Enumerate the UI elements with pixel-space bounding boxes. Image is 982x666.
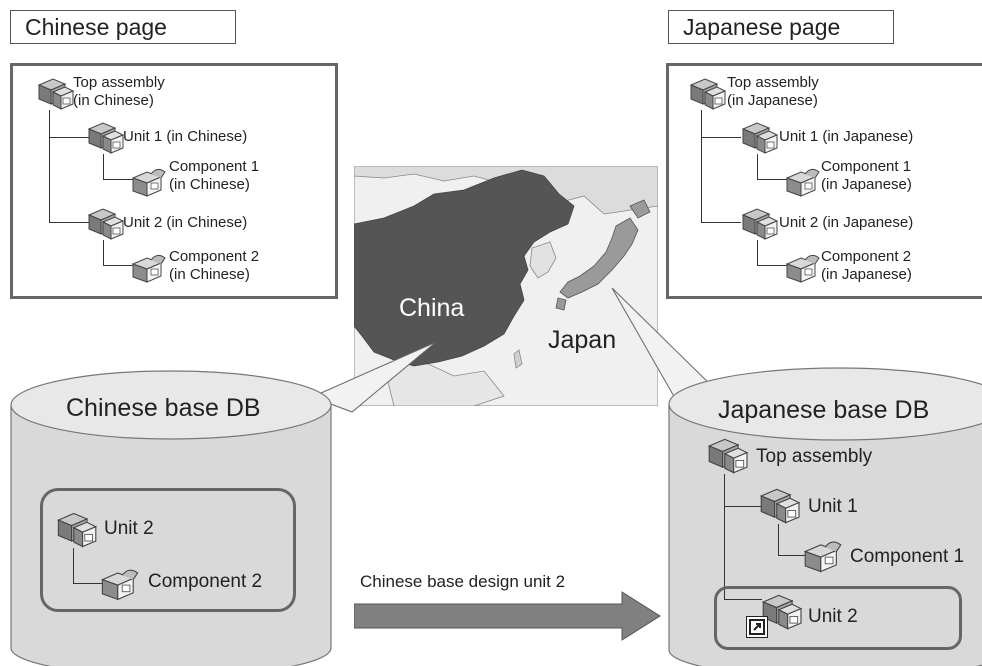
db-node-unit1: Unit 1 xyxy=(808,496,858,517)
tree-node-component2: Component 2 (in Japanese) xyxy=(821,248,912,283)
tree-node-unit2: Unit 2 (in Japanese) xyxy=(779,214,914,231)
japanese-db-selection xyxy=(714,586,962,650)
japanese-db-title: Japanese base DB xyxy=(718,396,930,424)
japanese-db-cylinder xyxy=(668,367,982,666)
chinese-page-tree: Top assembly (in Chinese) Unit 1 (in Chi… xyxy=(10,63,338,299)
tree-node-top-assembly: Top assembly (in Japanese) xyxy=(727,74,819,109)
map-label-japan: Japan xyxy=(548,326,617,354)
db-node-component2: Component 2 xyxy=(148,571,263,592)
tree-node-component1: Component 1 (in Chinese) xyxy=(169,158,260,193)
db-node-component1: Component 1 xyxy=(850,546,965,567)
chinese-db-cylinder xyxy=(10,370,332,666)
shortcut-icon xyxy=(746,616,768,638)
assembly-icon xyxy=(756,486,802,526)
assembly-icon xyxy=(704,436,750,476)
japan-region xyxy=(559,217,639,299)
arrow-label: Chinese base design unit 2 xyxy=(360,572,566,591)
tree-node-unit1: Unit 1 (in Chinese) xyxy=(123,128,248,145)
chinese-db-title: Chinese base DB xyxy=(66,394,261,422)
assembly-icon xyxy=(54,510,98,550)
tree-node-top-assembly: Top assembly (in Chinese) xyxy=(73,74,165,109)
component-icon xyxy=(98,564,142,604)
tree-node-component1: Component 1 (in Japanese) xyxy=(821,158,912,193)
tree-node-component2: Component 2 (in Chinese) xyxy=(169,248,260,283)
chinese-page-title: Chinese page xyxy=(25,13,167,40)
tree-node-unit1: Unit 1 (in Japanese) xyxy=(779,128,914,145)
chinese-db-selection xyxy=(40,488,296,612)
component-icon xyxy=(800,536,846,576)
japanese-page-label: Japanese page xyxy=(668,10,894,44)
japanese-page-title: Japanese page xyxy=(683,13,841,40)
chinese-page-label: Chinese page xyxy=(10,10,236,44)
map xyxy=(354,166,658,406)
transfer-arrow xyxy=(354,591,661,641)
japanese-page-tree: Top assembly (in Japanese) Unit 1 (in Ja… xyxy=(666,63,982,299)
db-node-top-assembly: Top assembly xyxy=(756,446,873,467)
db-node-unit2: Unit 2 xyxy=(808,606,858,627)
tree-node-unit2: Unit 2 (in Chinese) xyxy=(123,214,248,231)
map-label-china: China xyxy=(399,294,465,322)
db-node-unit2: Unit 2 xyxy=(104,518,154,539)
